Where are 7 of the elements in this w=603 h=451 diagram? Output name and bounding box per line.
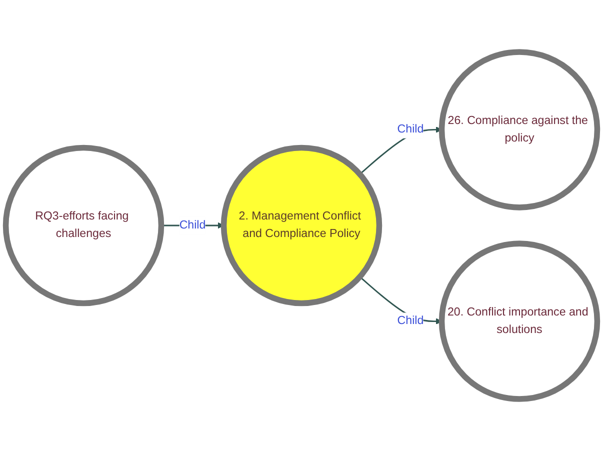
edge-label: Child xyxy=(179,218,206,232)
edge-label: Child xyxy=(397,314,424,328)
node-circle: 20. Conflict importance and solutions xyxy=(438,240,600,402)
node-circle: 2. Management Conflict and Compliance Policy xyxy=(220,144,382,306)
node-circle: 26. Compliance against the policy xyxy=(438,49,600,210)
node-circle: RQ3-efforts facing challenges xyxy=(2,144,164,306)
edge-label: Child xyxy=(397,123,424,136)
